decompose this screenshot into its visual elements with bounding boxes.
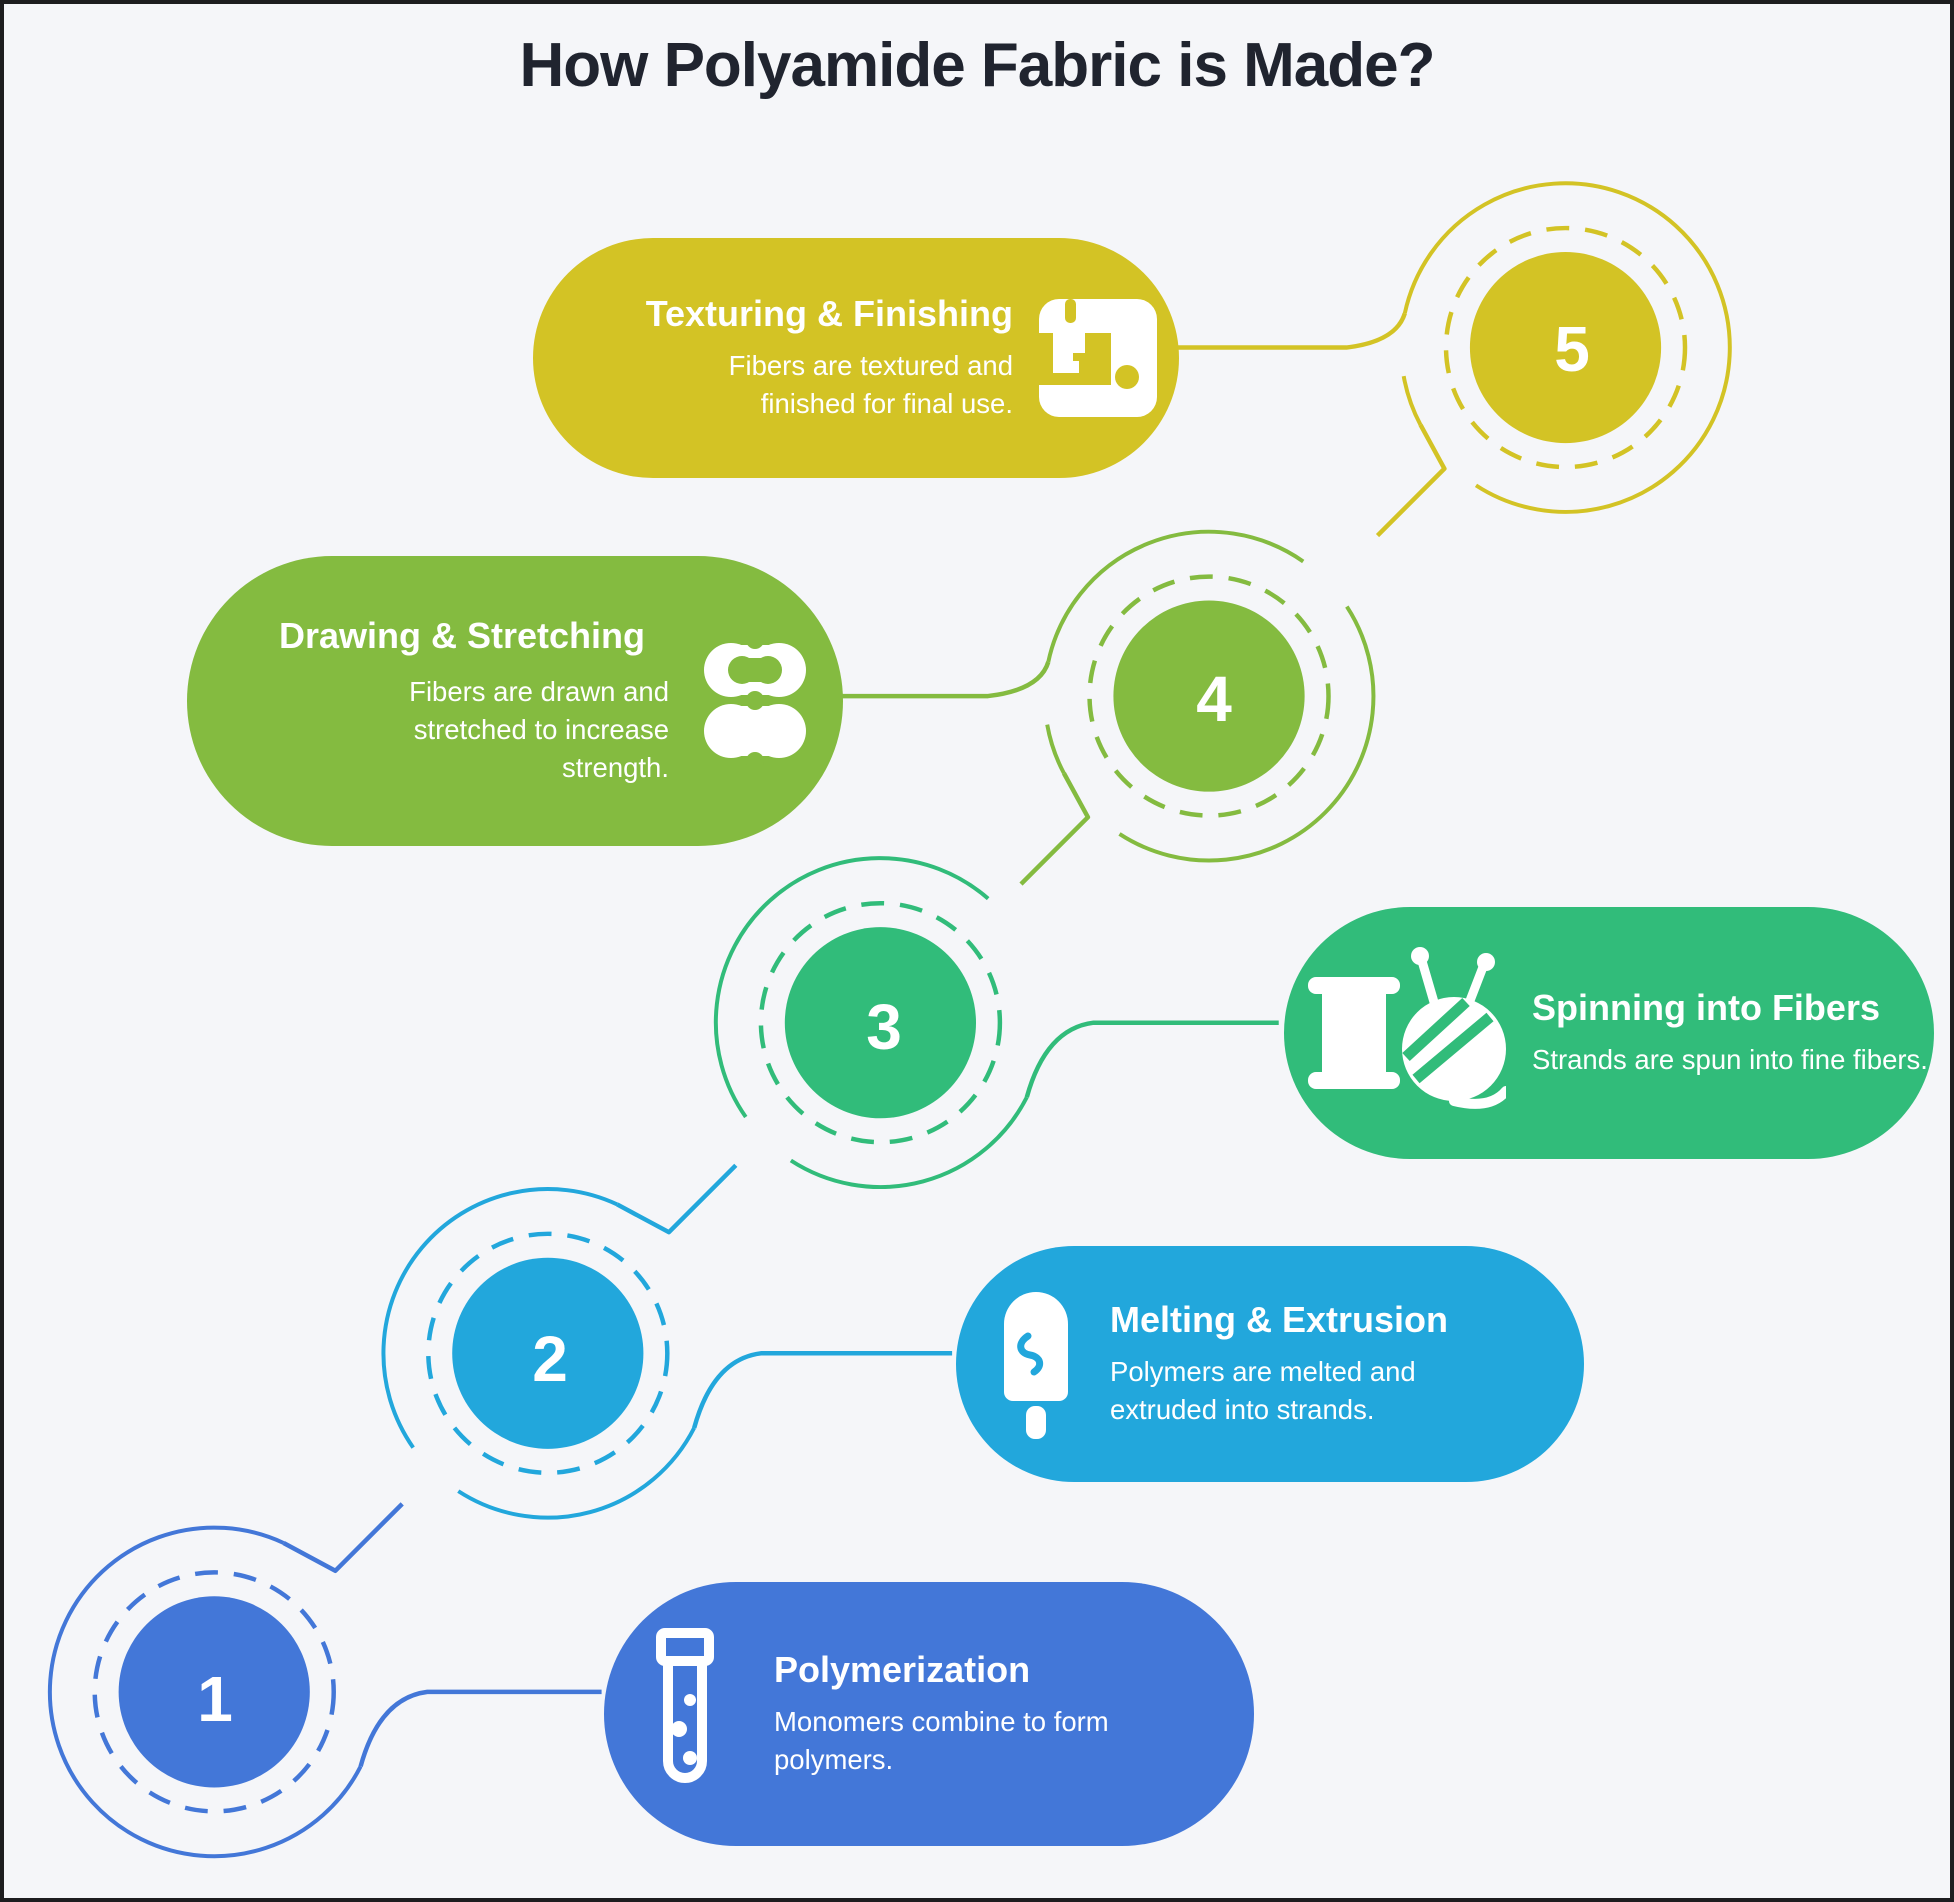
step-1-tail-line: [282, 1502, 404, 1574]
melting-popsicle-icon: [1004, 1292, 1068, 1439]
step-2-tail-line: [616, 1163, 738, 1235]
step-2-number-badge: 2: [532, 1323, 568, 1395]
step-2-connector-line: [692, 1351, 953, 1429]
step-3-connector-line: [1024, 1020, 1279, 1098]
page-title: How Polyamide Fabric is Made?: [519, 31, 1435, 100]
step-1-circle: [118, 1596, 310, 1788]
step-1-outer-ring: [47, 1525, 363, 1859]
step-3-node: [713, 856, 1279, 1190]
step-3-circle: [784, 927, 977, 1119]
step-2-circle: [452, 1257, 644, 1449]
step-description: Strands are spun into fine fibers.: [1532, 1043, 1928, 1075]
step-3-card: Spinning into Fibers Strands are spun in…: [1284, 907, 1934, 1159]
step-2-dashed-ring: [426, 1231, 670, 1476]
step-4-node: [839, 529, 1376, 886]
yarn-spool-icon: [1308, 947, 1506, 1109]
step-title: Spinning into Fibers: [1532, 987, 1880, 1029]
step-4-outer-ring: [1118, 605, 1376, 863]
step-2-card: Melting & Extrusion Polymers are melted …: [956, 1246, 1584, 1482]
step-title: Texturing & Finishing: [645, 293, 1013, 335]
step-2-outer-ring: [457, 1426, 696, 1520]
step-description: Fibers are drawn and stretched to increa…: [409, 675, 669, 783]
step-1-node: [47, 1502, 602, 1859]
step-4-outer-ring: [1045, 724, 1066, 775]
step-title: Drawing & Stretching: [279, 615, 646, 657]
step-5-node: [1162, 181, 1732, 538]
step-5-circle: [1469, 251, 1662, 444]
step-3-dashed-ring: [758, 900, 1003, 1145]
step-4-number-badge: 4: [1196, 663, 1232, 735]
step-2-node: [381, 1163, 953, 1520]
step-title: Melting & Extrusion: [1110, 1299, 1449, 1341]
step-description: Monomers combine to form polymers.: [774, 1705, 1109, 1775]
step-4-connector-line: [839, 661, 1051, 699]
step-1-card: Polymerization Monomers combine to form …: [604, 1582, 1254, 1846]
step-5-dashed-ring: [1443, 225, 1688, 470]
step-4-circle: [1113, 600, 1305, 792]
step-description: Polymers are melted and extruded into st…: [1110, 1355, 1416, 1425]
step-title: Polymerization: [774, 1649, 1031, 1691]
step-2-outer-ring: [381, 1187, 619, 1449]
step-4-dashed-ring: [1087, 574, 1331, 818]
step-4-tail-line: [1019, 772, 1091, 886]
process-flow-diagram: [47, 181, 1732, 1859]
stretch-icon: [704, 636, 806, 766]
step-5-outer-ring: [1402, 181, 1732, 514]
step-4-card: Drawing & Stretching Fibers are drawn an…: [187, 556, 843, 846]
step-3-number-badge: 3: [866, 991, 902, 1063]
step-5-connector-line: [1162, 312, 1407, 350]
step-5-number-badge: 5: [1554, 313, 1590, 385]
step-5-card: Texturing & Finishing Fibers are texture…: [533, 238, 1179, 478]
step-1-number-badge: 1: [197, 1663, 233, 1735]
sewing-machine-icon: [1039, 299, 1157, 417]
step-4-outer-ring: [1046, 529, 1305, 663]
step-3-outer-ring: [713, 856, 990, 1119]
step-3-outer-ring: [789, 1096, 1029, 1190]
step-1-connector-line: [358, 1689, 602, 1768]
step-1-dashed-ring: [92, 1570, 336, 1814]
step-5-outer-ring: [1401, 375, 1423, 426]
step-5-tail-line: [1375, 423, 1447, 538]
step-description: Fibers are textured and finished for fin…: [728, 349, 1013, 419]
test-tube-icon: [656, 1628, 714, 1783]
